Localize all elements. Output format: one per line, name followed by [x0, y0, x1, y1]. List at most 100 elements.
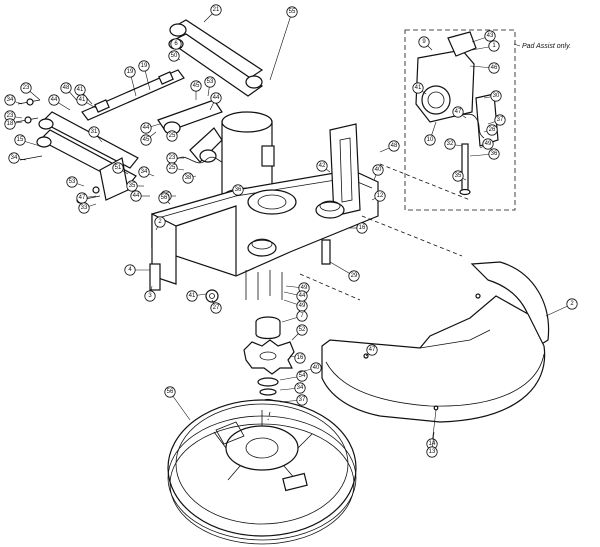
callout-35: 35	[452, 170, 467, 182]
callout-44: 44	[209, 92, 222, 111]
callout-47: 47	[76, 192, 97, 204]
callout-circle	[154, 216, 166, 228]
callout-circle	[490, 90, 502, 102]
callout-25: 25	[166, 130, 179, 142]
callout-number: 34	[297, 385, 304, 391]
callout-circle	[210, 302, 222, 314]
callout-48: 48	[60, 82, 81, 105]
callout-16: 16	[348, 222, 368, 234]
callout-number: 41	[415, 85, 422, 91]
callout-2: 2	[154, 216, 166, 231]
callout-circle	[78, 202, 90, 214]
callout-number: 54	[299, 373, 306, 379]
callout-circle	[232, 184, 244, 196]
callout-circle	[88, 126, 100, 138]
callout-circle	[356, 222, 368, 234]
callout-circle	[412, 82, 424, 94]
callout-circle	[316, 160, 328, 172]
callout-circle	[210, 92, 222, 104]
callout-circle	[210, 4, 222, 16]
callout-circle	[186, 290, 198, 302]
cross-bar	[81, 69, 185, 121]
pad-assist-note: Pad Assist only.	[522, 43, 571, 50]
callout-41: 41	[186, 290, 207, 302]
callout-number: 55	[289, 9, 296, 15]
callout-2: 2	[545, 298, 578, 317]
callout-circle	[20, 82, 32, 94]
callout-44: 44	[283, 290, 308, 302]
callout-48: 48	[379, 140, 400, 153]
callout-number: 4	[128, 267, 132, 273]
callout-40: 40	[299, 362, 322, 374]
callout-number: 15	[17, 137, 24, 143]
callout-53: 53	[66, 176, 85, 188]
callout-number: 51	[115, 165, 122, 171]
callout-number: 44	[51, 97, 58, 103]
callout-circle	[488, 62, 500, 74]
callout-19: 19	[138, 60, 151, 91]
callout-number: 18	[7, 121, 14, 127]
callout-number: 3	[148, 293, 152, 299]
callout-circle	[296, 290, 308, 302]
callout-circle	[294, 352, 306, 364]
callout-41: 41	[76, 94, 97, 109]
callout-36: 36	[469, 148, 500, 160]
callout-circle	[144, 290, 156, 302]
pad-assist-assembly	[415, 31, 499, 196]
callout-26: 26	[483, 124, 498, 136]
callout-55: 55	[269, 6, 298, 81]
deck-plate	[149, 123, 379, 291]
callout-49: 49	[285, 282, 310, 294]
callout-circle	[76, 94, 88, 106]
callout-4: 4	[124, 264, 150, 276]
callout-number: 44	[213, 95, 220, 101]
callout-52: 52	[291, 324, 308, 341]
callout-number: 23	[7, 113, 14, 119]
callout-50: 50	[168, 50, 181, 62]
callout-number: 30	[493, 93, 500, 99]
callout-circle	[286, 6, 298, 18]
callout-number: 23	[23, 85, 30, 91]
callout-44: 44	[48, 94, 71, 111]
callout-number: 49	[299, 303, 306, 309]
callout-30: 30	[483, 90, 502, 102]
callout-40: 40	[372, 164, 384, 181]
callout-45: 45	[140, 131, 157, 146]
callout-circle	[4, 94, 16, 106]
callout-number: 43	[487, 33, 494, 39]
callout-number: 56	[167, 389, 174, 395]
callout-47: 47	[452, 106, 467, 119]
callout-34: 34	[138, 166, 155, 178]
callout-circle	[296, 394, 308, 406]
callout-34: 34	[8, 152, 27, 164]
callout-number: 12	[377, 193, 384, 199]
callout-34: 34	[279, 382, 306, 394]
callout-31: 31	[88, 126, 103, 143]
callout-leader	[431, 409, 437, 445]
callout-34: 34	[4, 94, 23, 106]
callout-46: 46	[469, 62, 500, 74]
callout-19: 19	[124, 66, 137, 97]
callout-number: 49	[301, 285, 308, 291]
handle-arm-upper	[168, 19, 264, 97]
callout-circle	[48, 94, 60, 106]
callout-38: 38	[182, 172, 197, 184]
callout-number: 33	[81, 205, 88, 211]
callout-35: 35	[126, 180, 144, 192]
callout-number: 16	[297, 355, 304, 361]
callout-13: 13	[426, 431, 438, 458]
callout-number: 56	[161, 195, 168, 201]
callout-number: 44	[133, 193, 140, 199]
callout-number: 25	[169, 165, 176, 171]
callout-circle	[166, 130, 178, 142]
callout-47: 47	[365, 344, 378, 357]
callout-number: 1	[492, 43, 496, 49]
callout-circle	[388, 140, 400, 152]
callout-circle	[130, 190, 142, 202]
callout-number: 40	[375, 167, 382, 173]
callout-23: 23	[166, 152, 184, 164]
callout-circle	[488, 40, 500, 52]
callout-number: 31	[91, 129, 98, 135]
callout-number: 2	[158, 219, 162, 225]
